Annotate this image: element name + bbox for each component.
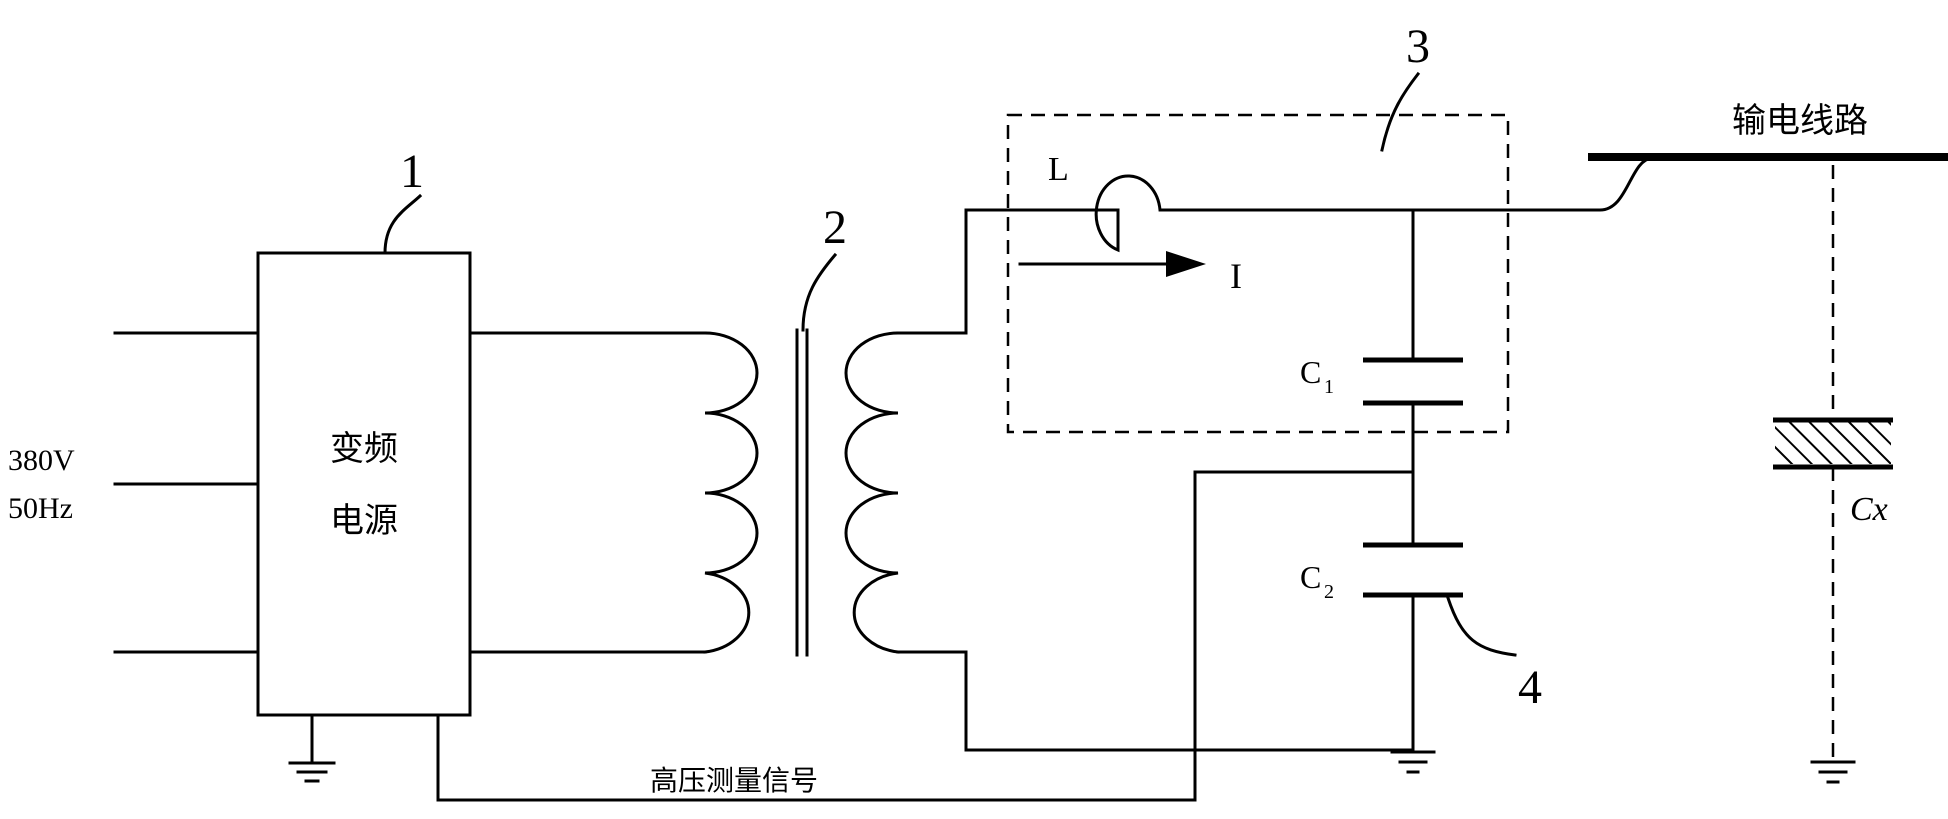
callout-leader-4: [1446, 596, 1517, 657]
callout-number-2: 2: [823, 201, 847, 254]
top-bus-wire: [1178, 156, 1654, 212]
cx-label: Cx: [1850, 491, 1888, 528]
converter-box: [256, 251, 472, 717]
callout-number-3: 3: [1406, 20, 1430, 73]
callout-leader-1: [383, 193, 423, 255]
ground-symbol-capacitors: [1390, 750, 1436, 774]
inductor-L: [1080, 174, 1182, 253]
source-voltage-label: 380V: [8, 444, 75, 477]
dashed-box-3: [1006, 113, 1510, 434]
inductor-label: L: [1048, 151, 1069, 188]
callout-leader-3: [1380, 71, 1421, 152]
current-arrow-head: [1166, 251, 1206, 277]
secondary-bottom-wire: [896, 650, 1415, 752]
measurement-signal-label: 高压测量信号: [650, 764, 818, 797]
callout-number-4: 4: [1518, 661, 1542, 714]
c1-label: C: [1300, 354, 1321, 390]
c2-label: C: [1300, 559, 1321, 595]
transformer-primary-coil: [703, 331, 759, 654]
secondary-top-wire: [896, 208, 1084, 335]
callout-leader-2: [801, 252, 838, 332]
callout-number-1: 1: [400, 145, 424, 198]
c1-subscript: 1: [1324, 376, 1334, 398]
converter-label-line2: 电源: [330, 501, 398, 541]
ground-symbol-cx: [1810, 760, 1856, 784]
transmission-line-label: 输电线路: [1732, 101, 1868, 141]
transformer-secondary-coil: [844, 331, 900, 654]
input-lines: [113, 331, 260, 654]
source-frequency-label: 50Hz: [8, 492, 73, 525]
ground-symbol-converter: [288, 713, 336, 783]
cx-hatch: [1775, 422, 1891, 464]
current-label: I: [1230, 256, 1242, 296]
converter-label-line1: 变频: [330, 429, 398, 469]
measurement-signal-wire: [436, 470, 1415, 802]
c2-subscript: 2: [1324, 581, 1334, 603]
